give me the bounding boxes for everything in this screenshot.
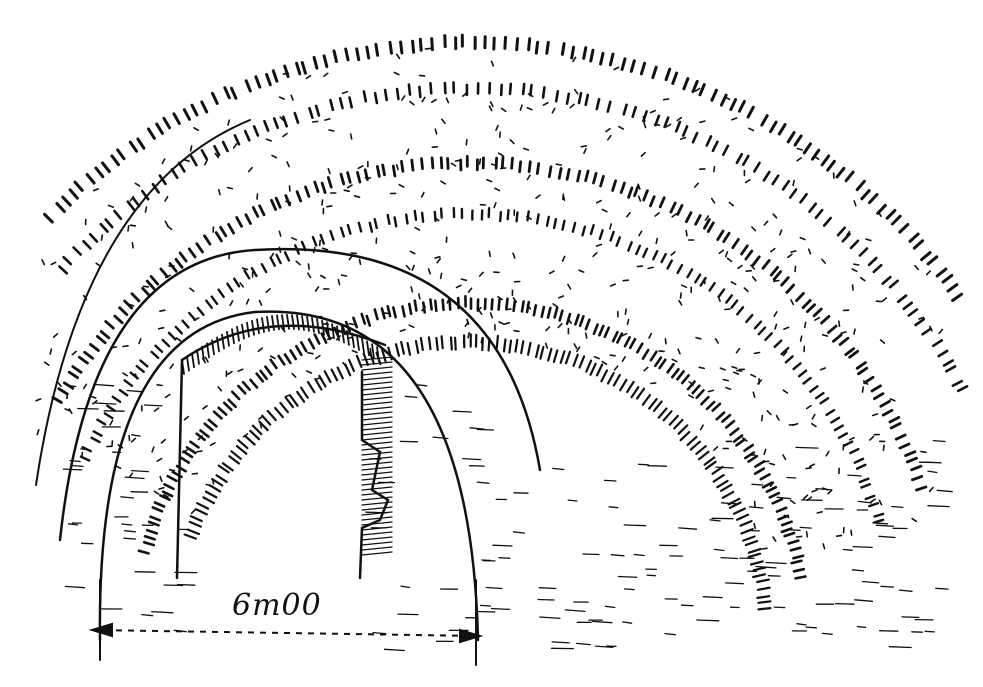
opening-right-jamb [358,370,390,580]
dimension-label: 6m00 [232,588,322,623]
outer-arch-ring [58,247,542,542]
dimension-arrow-right [459,628,484,644]
dimension-line [91,629,481,637]
outer-faint-arc [35,119,251,486]
dimension-arrow-left [88,622,113,638]
